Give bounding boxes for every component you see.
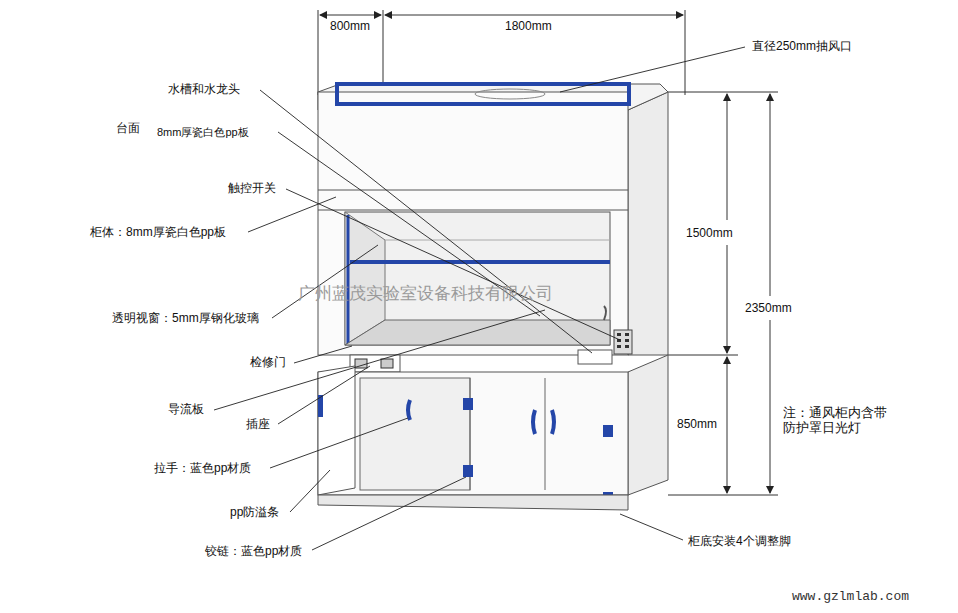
dimension: 850mm — [677, 417, 717, 431]
part-label: 透明视窗：5mm厚钢化玻璃 — [112, 311, 259, 325]
dimension: 1500mm — [686, 226, 733, 240]
url: www.gzlmlab.com — [792, 590, 909, 604]
watermark: 广州蓝茂实验室设备科技有限公司 — [298, 284, 553, 304]
part-label: 触控开关 — [228, 181, 276, 195]
part-label: 柜体：8mm厚瓷白色pp板 — [90, 225, 226, 239]
part-label: 柜底安装4个调整脚 — [688, 534, 791, 548]
note: 注：通风柜内含带 防护罩日光灯 — [783, 405, 895, 435]
part-label: 台面 — [116, 121, 140, 135]
part-label: 拉手：蓝色pp材质 — [154, 461, 251, 475]
dimension: 2350mm — [745, 301, 792, 315]
part-label: 插座 — [246, 417, 270, 431]
part-label: 8mm厚瓷白色pp板 — [157, 125, 249, 139]
part-label: 铰链：蓝色pp材质 — [205, 544, 302, 558]
part-label: 检修门 — [250, 355, 286, 369]
part-label: pp防溢条 — [230, 505, 279, 519]
part-label: 导流板 — [168, 402, 204, 416]
dimension: 800mm — [330, 19, 370, 33]
part-label: 直径250mm抽风口 — [752, 39, 852, 53]
part-label: 水槽和水龙头 — [168, 82, 240, 96]
dimension: 1800mm — [505, 19, 552, 33]
